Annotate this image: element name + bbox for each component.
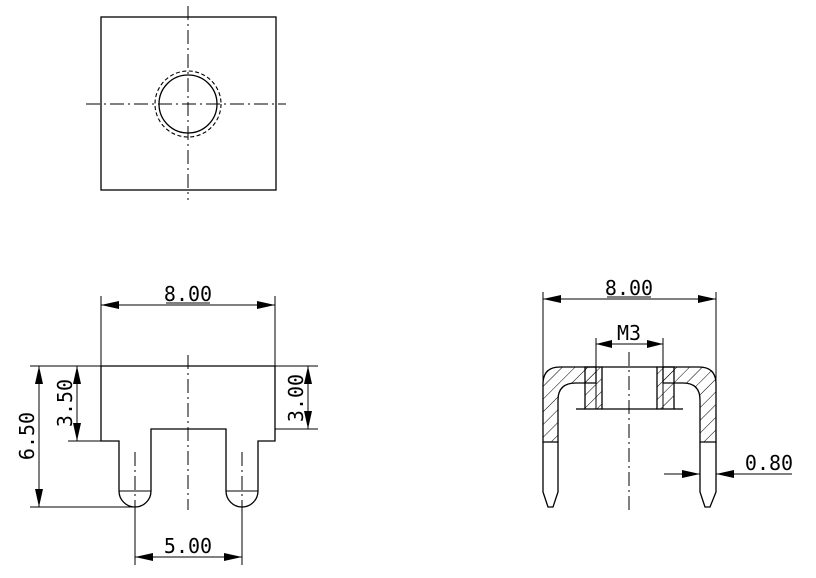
dim-wall-label: 0.80 xyxy=(745,451,793,475)
front-view xyxy=(100,355,276,510)
dim-thread-label: M3 xyxy=(617,321,641,345)
section-right-pin xyxy=(699,442,717,508)
dim-thread: M3 xyxy=(595,321,664,372)
thread-hole-hidden xyxy=(154,70,222,138)
dim-height-right-label: 3.00 xyxy=(284,374,308,422)
dim-height-total-label: 6.50 xyxy=(15,412,39,460)
front-view-outline xyxy=(100,365,276,508)
dim-section-width-label: 8.00 xyxy=(605,276,653,300)
dim-height-upper: 3.50 xyxy=(53,366,101,442)
dim-pin-spacing-label: 5.00 xyxy=(164,534,212,558)
dim-wall: 0.80 xyxy=(664,451,793,480)
dim-top-width-label: 8.00 xyxy=(164,282,212,306)
dim-height-upper-label: 3.50 xyxy=(53,379,77,427)
section-left-pin xyxy=(542,442,559,508)
dim-pin-spacing: 5.00 xyxy=(134,510,243,565)
dim-height-right: 3.00 xyxy=(275,365,318,430)
top-view xyxy=(86,6,286,200)
dim-top-width: 8.00 xyxy=(100,282,276,366)
dim-height-total: 6.50 xyxy=(15,365,135,508)
section-view xyxy=(542,352,717,512)
dim-section-width: 8.00 xyxy=(542,276,717,384)
section-thread-right xyxy=(656,366,675,410)
section-thread-left xyxy=(584,366,603,410)
